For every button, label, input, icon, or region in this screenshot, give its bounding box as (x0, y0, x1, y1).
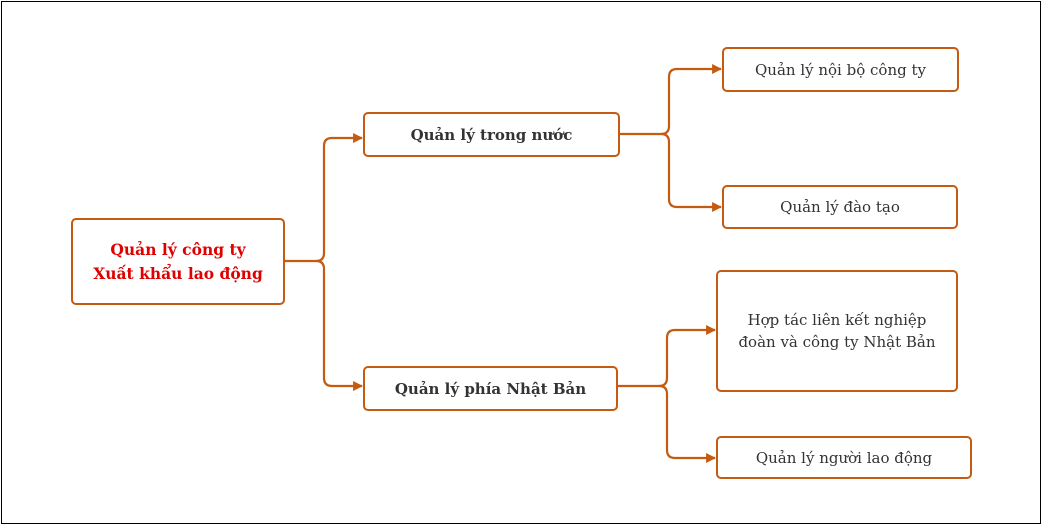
connector-japan-to-cooperation (618, 325, 716, 388)
connector-japan-to-workers (658, 384, 716, 463)
leaf-internal-management-node: Quản lý nội bộ công ty (722, 47, 959, 92)
root-node-line2: Xuất khẩu lao động (93, 263, 263, 283)
connector-root-to-japan (315, 259, 363, 391)
leaf-training-node: Quản lý đào tạo (722, 185, 958, 229)
root-node: Quản lý công ty Xuất khẩu lao động (71, 218, 285, 305)
connector-domestic-to-training (660, 132, 722, 212)
leaf-training-label: Quản lý đào tạo (780, 198, 900, 216)
leaf-internal-management-label: Quản lý nội bộ công ty (755, 60, 926, 79)
leaf-cooperation-line1: Hợp tác liên kết nghiệp (747, 311, 927, 329)
leaf-cooperation-node: Hợp tác liên kết nghiệp đoàn và công ty … (716, 270, 958, 392)
leaf-workers-node: Quản lý người lao động (716, 436, 972, 479)
branch-japan-node: Quản lý phía Nhật Bản (363, 366, 618, 411)
branch-domestic-node: Quản lý trong nước (363, 112, 620, 157)
connector-root-to-domestic (285, 133, 363, 263)
root-node-line1: Quản lý công ty (110, 239, 246, 259)
branch-japan-label: Quản lý phía Nhật Bản (394, 379, 587, 398)
leaf-cooperation-line2: đoàn và công ty Nhật Bản (738, 333, 936, 351)
connector-domestic-to-internal (620, 64, 722, 136)
branch-domestic-label: Quản lý trong nước (410, 125, 573, 144)
leaf-workers-label: Quản lý người lao động (755, 448, 933, 467)
